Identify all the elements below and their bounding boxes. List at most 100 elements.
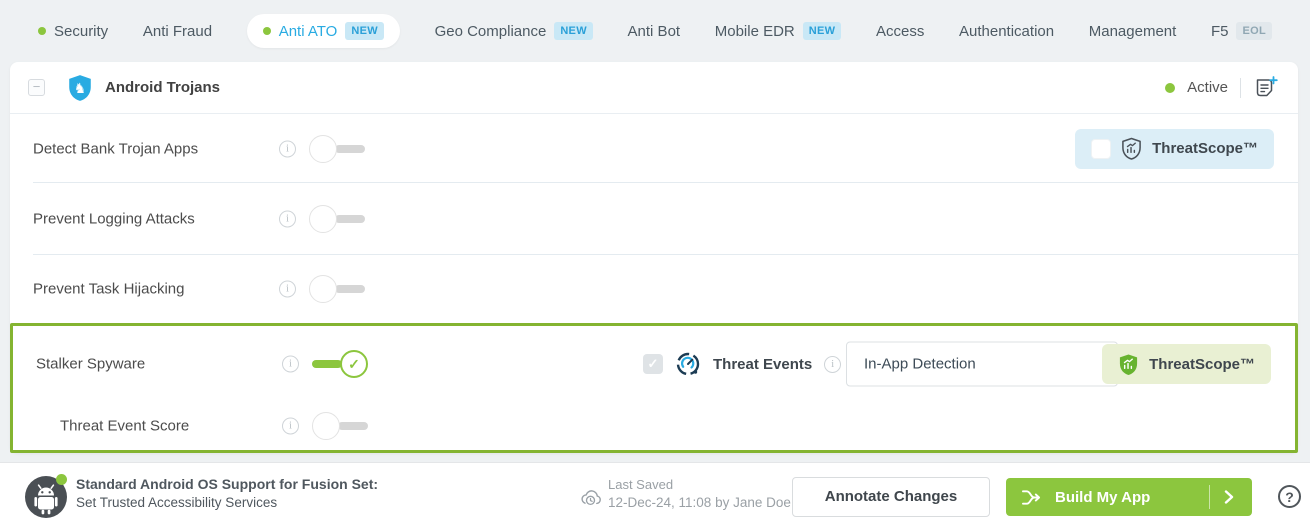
new-badge: NEW	[802, 22, 842, 40]
threat-events-gauge-icon	[676, 352, 700, 376]
row-separator	[33, 254, 1298, 255]
feature-row-stalker-spyware: Stalker Spyware i ✓ ✓ Threat Events i In…	[13, 326, 1295, 402]
feature-row-prevent-task-hijacking: Prevent Task Hijacking i	[10, 255, 1298, 323]
feature-label: Stalker Spyware	[36, 355, 146, 373]
tab-label: Security	[54, 22, 109, 40]
tab-security[interactable]: Security	[38, 23, 108, 40]
tab-anti-fraud[interactable]: Anti Fraud	[143, 23, 212, 40]
footer-bar: Standard Android OS Support for Fusion S…	[0, 462, 1310, 529]
tab-mobile-edr[interactable]: Mobile EDR NEW	[715, 22, 842, 40]
fusion-set-title: Standard Android OS Support for Fusion S…	[76, 476, 379, 492]
toggle-knob	[309, 205, 337, 233]
tab-label: Geo Compliance	[434, 22, 547, 40]
fusion-set-info: Standard Android OS Support for Fusion S…	[76, 476, 378, 510]
tab-label: Anti Fraud	[142, 22, 213, 40]
svg-text:♞: ♞	[74, 79, 87, 95]
tab-label: Mobile EDR	[714, 22, 795, 40]
info-icon[interactable]: i	[824, 355, 842, 373]
fusion-set-subtitle: Set Trusted Accessibility Services	[76, 495, 278, 510]
active-dot	[262, 27, 271, 35]
new-badge: NEW	[554, 22, 593, 40]
row-separator	[33, 182, 1298, 183]
threatscope-shield-icon	[1122, 137, 1141, 160]
eol-badge: EOL	[1236, 22, 1272, 40]
tab-label: Authentication	[959, 22, 1055, 40]
threat-events-checkbox[interactable]: ✓	[643, 354, 663, 374]
feature-row-threat-event-score: Threat Event Score i	[13, 402, 1295, 450]
tab-label: Management	[1088, 22, 1177, 40]
threat-events-cluster: ✓ Threat Events i	[643, 351, 842, 377]
last-saved-info: Last Saved 12-Dec-24, 11:08 by Jane Doe	[608, 477, 791, 510]
toggle-stalker-spyware[interactable]: ✓	[312, 350, 368, 378]
threat-events-mode-select[interactable]: In-App Detection	[846, 341, 1118, 387]
last-saved-label: Last Saved	[608, 477, 674, 492]
tab-f5[interactable]: F5 EOL	[1211, 22, 1272, 40]
tab-label: Anti ATO	[278, 22, 338, 40]
tab-access[interactable]: Access	[876, 23, 924, 40]
cloud-saved-icon	[581, 490, 601, 506]
status-badge: Active	[1187, 79, 1228, 96]
toggle-knob	[312, 412, 340, 440]
threatscope-chip-green[interactable]: ThreatScope™	[1102, 344, 1271, 384]
info-icon[interactable]: i	[282, 355, 299, 373]
annotate-changes-button[interactable]: Annotate Changes	[792, 477, 990, 517]
new-badge: NEW	[345, 22, 384, 40]
divider	[1240, 77, 1241, 98]
top-nav: Security Anti Fraud Anti ATO NEW Geo Com…	[0, 0, 1310, 62]
build-my-app-button[interactable]: Build My App	[1006, 478, 1252, 516]
toggle-prevent-task-hijacking[interactable]	[309, 275, 365, 303]
build-fork-icon	[1022, 489, 1041, 505]
info-icon[interactable]: i	[279, 280, 296, 298]
tab-geo-compliance[interactable]: Geo Compliance NEW	[435, 22, 593, 40]
info-icon[interactable]: i	[279, 140, 296, 157]
threatscope-shield-icon	[1120, 353, 1138, 375]
android-robot-icon	[25, 476, 67, 518]
fusion-set-highlight: Stalker Spyware i ✓ ✓ Threat Events i In…	[10, 323, 1298, 453]
tab-authentication[interactable]: Authentication	[959, 23, 1054, 40]
threat-events-label: Threat Events	[713, 355, 813, 373]
feature-label: Detect Bank Trojan Apps	[33, 140, 199, 157]
feature-label: Prevent Logging Attacks	[33, 210, 195, 228]
feature-row-prevent-logging-attacks: Prevent Logging Attacks i	[10, 183, 1298, 255]
info-icon[interactable]: i	[279, 210, 296, 228]
build-my-app-label: Build My App	[1055, 488, 1151, 506]
threatscope-label: ThreatScope™	[1149, 355, 1255, 373]
threatscope-label: ThreatScope™	[1152, 140, 1258, 157]
chevron-right-icon[interactable]	[1224, 490, 1234, 504]
collapse-icon[interactable]: −	[28, 79, 45, 96]
panel-title: Android Trojans	[105, 79, 221, 96]
active-dot	[38, 27, 46, 35]
toggle-threat-event-score[interactable]	[312, 412, 368, 440]
trojan-shield-icon: ♞	[69, 74, 91, 101]
last-saved-value: 12-Dec-24, 11:08 by Jane Doe	[608, 495, 791, 510]
toggle-prevent-logging-attacks[interactable]	[309, 205, 365, 233]
threatscope-chip-blue[interactable]: ThreatScope™	[1075, 128, 1274, 169]
tab-label: Access	[876, 22, 925, 40]
toggle-knob: ✓	[340, 350, 368, 378]
panel-header: − ♞ Android Trojans Active	[10, 62, 1298, 114]
status-dot	[1165, 82, 1176, 93]
tab-anti-bot[interactable]: Anti Bot	[628, 23, 681, 40]
fusion-active-dot	[56, 474, 67, 485]
toggle-track	[338, 422, 368, 430]
tab-anti-ato[interactable]: Anti ATO NEW	[246, 14, 400, 48]
toggle-detect-bank-trojan-apps[interactable]	[309, 134, 365, 163]
help-icon[interactable]: ?	[1278, 485, 1301, 508]
threatscope-checkbox[interactable]	[1091, 138, 1112, 159]
add-note-icon[interactable]	[1253, 76, 1278, 99]
toggle-track	[335, 285, 365, 293]
tab-management[interactable]: Management	[1089, 23, 1177, 40]
divider	[1209, 485, 1210, 509]
feature-label: Prevent Task Hijacking	[33, 280, 185, 298]
toggle-track	[312, 360, 342, 368]
toggle-track	[335, 215, 365, 223]
feature-row-detect-bank-trojan-apps: Detect Bank Trojan Apps i ThreatScope™	[10, 114, 1298, 183]
toggle-knob	[309, 275, 337, 303]
toggle-knob	[309, 134, 337, 163]
toggle-track	[335, 144, 365, 153]
tab-label: F5	[1210, 22, 1229, 40]
tab-label: Anti Bot	[627, 22, 681, 40]
info-icon[interactable]: i	[282, 417, 299, 435]
android-trojans-panel: − ♞ Android Trojans Active Detect Bank T…	[10, 62, 1298, 453]
feature-label: Threat Event Score	[60, 417, 190, 435]
